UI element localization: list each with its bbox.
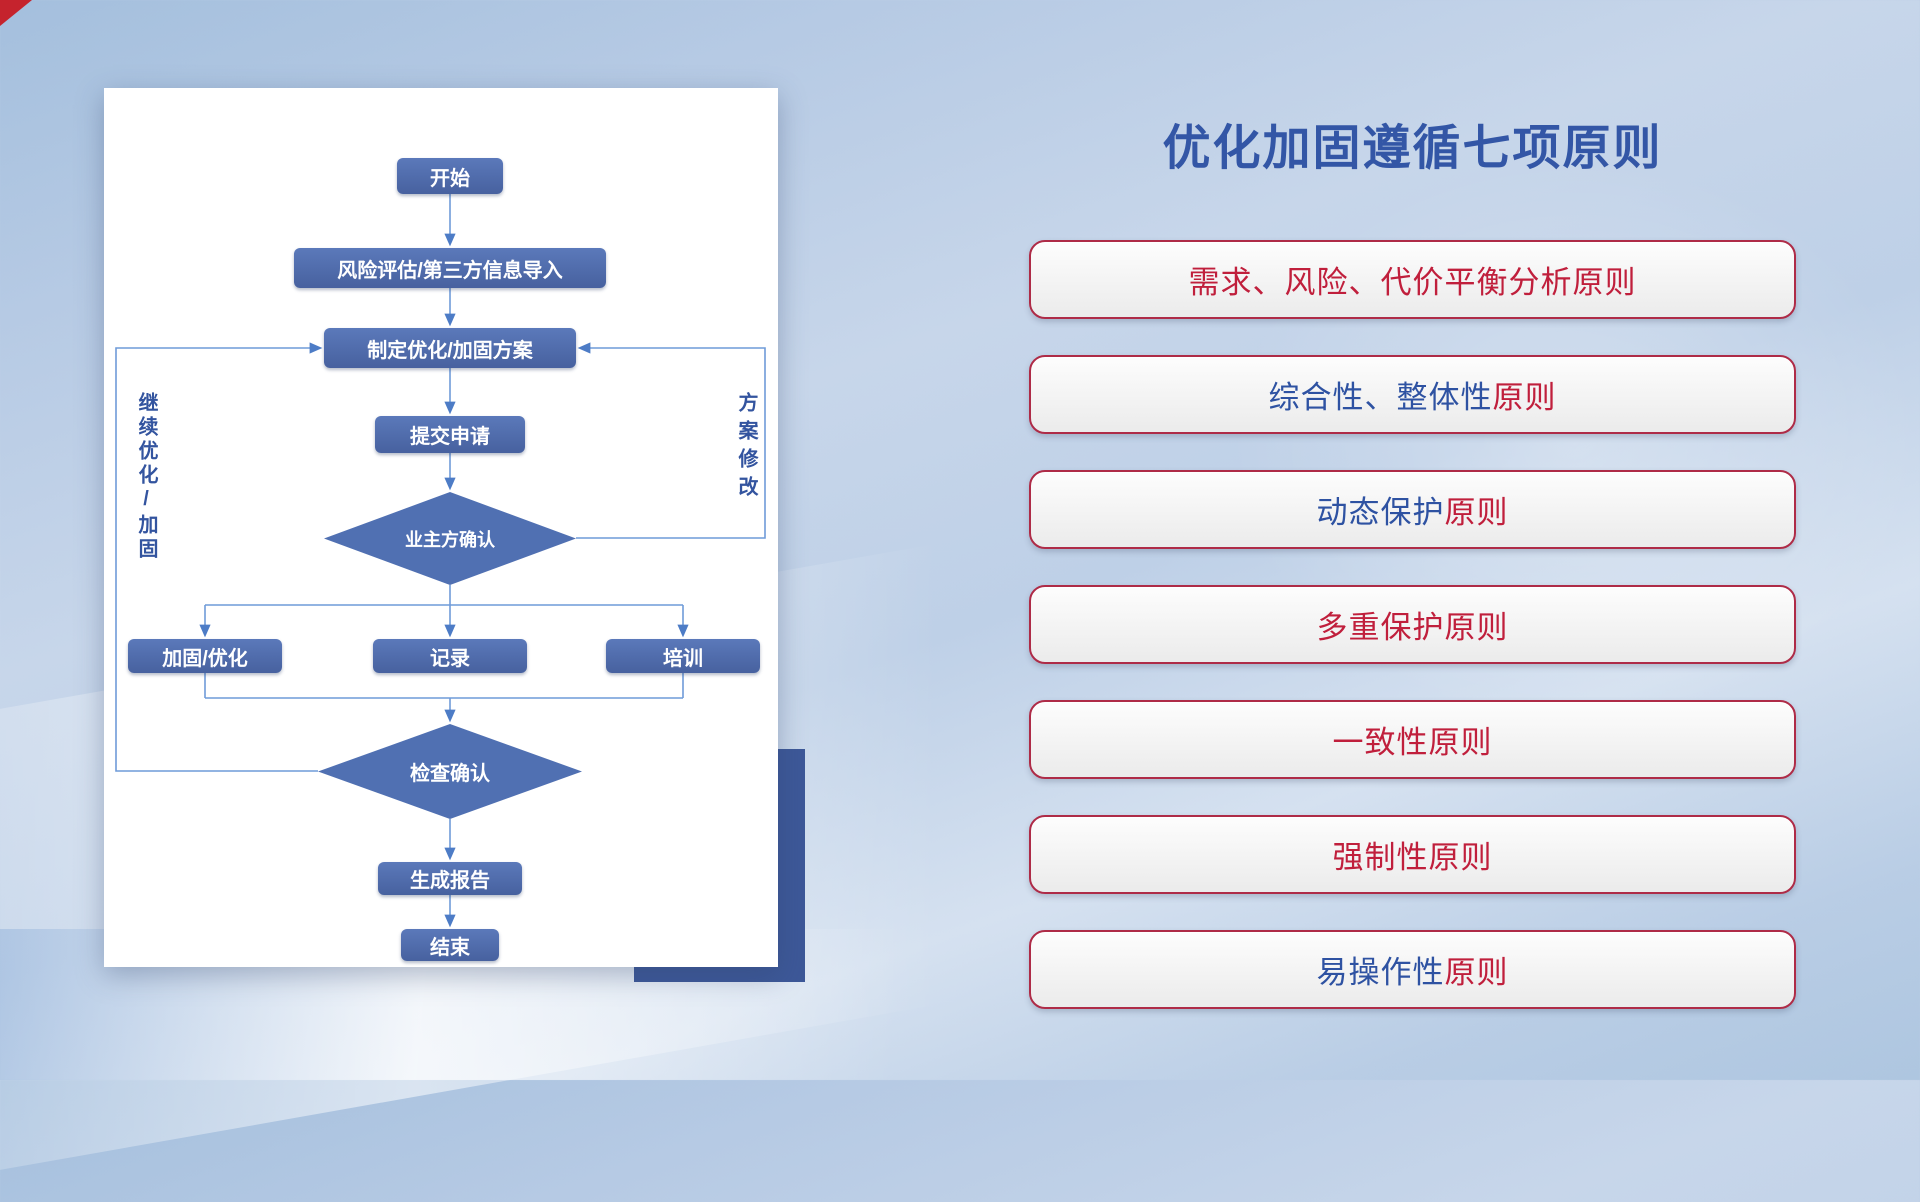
flow-node-record: 记录 [373, 639, 527, 673]
flow-node-start: 开始 [397, 158, 503, 194]
principle-text-part1: 多重保护原则 [1316, 610, 1509, 645]
flow-node-risk-import: 风险评估/第三方信息导入 [294, 248, 606, 288]
flow-node-reinforce-optimize: 加固/优化 [128, 639, 282, 673]
principle-button-dynamic-protection: 动态保护原则 [1029, 470, 1796, 549]
corner-logo-mark [0, 0, 32, 26]
principle-button-multiple-protection: 多重保护原则 [1029, 585, 1796, 664]
flow-node-generate-report: 生成报告 [378, 862, 522, 895]
principle-text-part2: 原则 [1444, 495, 1509, 530]
principle-button-operability: 易操作性原则 [1029, 930, 1796, 1009]
principle-text-part1: 强制性原则 [1332, 840, 1493, 875]
principle-text-part1: 易操作性 [1316, 955, 1445, 990]
principle-text-part1: 综合性、整体性 [1268, 380, 1493, 415]
flowchart-connectors [115, 194, 766, 928]
flow-node-submit-application: 提交申请 [375, 416, 525, 453]
principles-list: 需求、风险、代价平衡分析原则 综合性、整体性原则 动态保护原则 多重保护原则 一… [1029, 240, 1796, 1009]
principle-text-part1: 动态保护 [1316, 495, 1445, 530]
flow-node-training: 培训 [606, 639, 760, 673]
principle-text-part2: 原则 [1444, 955, 1509, 990]
flow-node-end: 结束 [401, 929, 499, 961]
principle-button-balance-analysis: 需求、风险、代价平衡分析原则 [1029, 240, 1796, 319]
principle-text-part2: 原则 [1492, 380, 1557, 415]
flowchart-card: 开始 风险评估/第三方信息导入 制定优化/加固方案 提交申请 业主方确认 加固/… [104, 88, 778, 967]
principle-text-part1: 一致性原则 [1332, 725, 1493, 760]
principle-button-consistency: 一致性原则 [1029, 700, 1796, 779]
principle-text-part1: 需求、风险、代价平衡分析原则 [1188, 265, 1637, 300]
page-title: 优化加固遵循七项原则 [1162, 122, 1663, 175]
principle-button-mandatory: 强制性原则 [1029, 815, 1796, 894]
principle-button-comprehensive: 综合性、整体性原则 [1029, 355, 1796, 434]
flow-node-make-plan: 制定优化/加固方案 [324, 328, 576, 368]
label-continue-optimize-loop: 继续优化/加固 [135, 392, 157, 562]
label-plan-revision-loop: 方案修改 [735, 392, 757, 504]
